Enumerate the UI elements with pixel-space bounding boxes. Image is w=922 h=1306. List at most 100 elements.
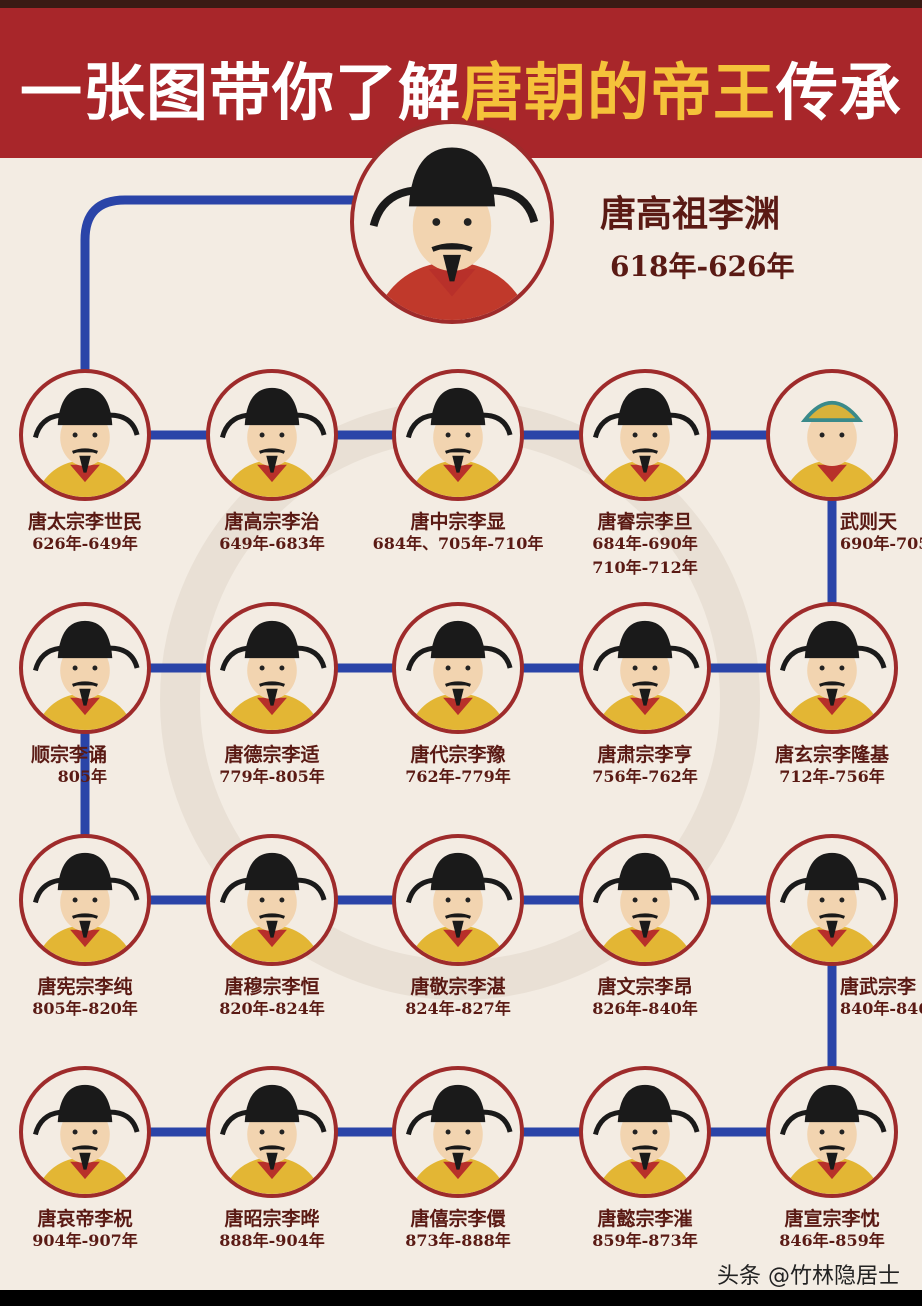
emperor-name: 唐宪宗李纯 (37, 976, 133, 998)
emperor-reign-years: 762年-779年 (405, 767, 511, 786)
emperor-face-icon (32, 1084, 140, 1194)
beard (445, 448, 471, 473)
emperor-face-icon (219, 1084, 327, 1194)
collar (817, 929, 847, 948)
beard (72, 913, 98, 938)
beard (431, 243, 473, 282)
emperor-name: 唐宣宗李忱 (784, 1208, 880, 1230)
founder-years: 618年-626年 (610, 250, 795, 283)
hat-wing (109, 877, 140, 901)
emperor-portrait (206, 602, 338, 734)
hat (430, 1084, 486, 1123)
collar (428, 269, 476, 297)
emperor-name: 唐懿宗李漼 (597, 1208, 693, 1230)
beard (632, 1145, 658, 1170)
hat-wing (669, 1109, 700, 1133)
emperor-portrait (766, 602, 898, 734)
bottom-bar (0, 1290, 922, 1306)
hat (430, 387, 486, 426)
title-highlight: 唐朝的帝王 (460, 56, 776, 129)
emperor-reign-years: 684年、705年-710年 (372, 534, 544, 553)
hat (617, 852, 673, 891)
beard (445, 913, 471, 938)
hat (617, 620, 673, 659)
hat (617, 387, 673, 426)
emperor-portrait (766, 1066, 898, 1198)
hat (804, 620, 860, 659)
collar (70, 464, 100, 483)
watermark: 头条 @竹林隐居士 (717, 1264, 900, 1289)
collar (443, 929, 473, 948)
emperor-reign-years: 712年-756年 (779, 767, 885, 786)
emperor-face-icon (219, 852, 327, 962)
emperor-name: 唐太宗李世民 (27, 511, 142, 533)
emperor-reign-years: 859年-873年 (592, 1231, 698, 1250)
emperor-face-icon (592, 852, 700, 962)
hat (430, 620, 486, 659)
emperor-face-icon (405, 1084, 513, 1194)
collar (70, 1161, 100, 1180)
page-title: 一张图带你了解唐朝的帝王传承 (0, 42, 922, 132)
emperor-face-icon (779, 620, 887, 730)
beard (259, 448, 285, 473)
hat-wing (482, 1109, 513, 1133)
emperor-reign-years: 824年-827年 (405, 999, 511, 1018)
beard (72, 681, 98, 706)
collar (443, 1161, 473, 1180)
emperor-face-icon (219, 620, 327, 730)
collar (630, 464, 660, 483)
emperor-face-icon (592, 387, 700, 497)
emperor-name: 唐代宗李豫 (410, 744, 506, 766)
collar (817, 464, 847, 483)
hat (57, 620, 113, 659)
emperor-portrait (579, 602, 711, 734)
beard (632, 448, 658, 473)
emperor-reign-years: 846年-859年 (779, 1231, 885, 1250)
title-part1: 一张图带你了解 (19, 56, 461, 129)
founder-portrait (350, 120, 554, 324)
collar (630, 929, 660, 948)
beard (259, 1145, 285, 1170)
hat (57, 387, 113, 426)
emperor-reign-years: 805年 (57, 767, 107, 786)
emperor-portrait (392, 1066, 524, 1198)
hat-wing (109, 1109, 140, 1133)
emperor-reign-years: 649年-683年 (219, 534, 325, 553)
collar (817, 697, 847, 716)
collar (630, 1161, 660, 1180)
emperor-name: 唐文宗李昂 (597, 976, 693, 998)
emperor-name: 唐中宗李显 (410, 511, 506, 533)
emperor-portrait (392, 369, 524, 501)
emperor-name: 唐僖宗李儇 (410, 1208, 506, 1230)
beard (819, 681, 845, 706)
emperor-portrait (206, 834, 338, 966)
emperor-reign-years: 779年-805年 (219, 767, 325, 786)
emperor-reign-years: 684年-690年 (592, 534, 698, 553)
emperor-portrait (392, 834, 524, 966)
face (807, 408, 857, 466)
beard (72, 448, 98, 473)
emperor-name: 唐敬宗李湛 (410, 976, 506, 998)
emperor-name: 唐肃宗李亨 (597, 744, 693, 766)
emperor-reign-years: 826年-840年 (592, 999, 698, 1018)
hat (804, 1084, 860, 1123)
emperor-face-icon (779, 852, 887, 962)
emperor-face-icon (369, 147, 539, 320)
emperor-face-icon (219, 387, 327, 497)
emperor-reign-years: 873年-888年 (405, 1231, 511, 1250)
hat-wing (856, 877, 887, 901)
collar (630, 697, 660, 716)
emperor-name: 唐高宗李治 (224, 511, 320, 533)
hat (804, 852, 860, 891)
emperor-portrait (766, 369, 898, 501)
hat (617, 1084, 673, 1123)
hat-wing (109, 412, 140, 436)
emperor-name: 唐昭宗李晔 (224, 1208, 320, 1230)
hat (244, 1084, 300, 1123)
emperor-portrait (19, 1066, 151, 1198)
beard (819, 913, 845, 938)
collar (70, 697, 100, 716)
hat (408, 147, 496, 207)
emperor-face-icon (405, 387, 513, 497)
